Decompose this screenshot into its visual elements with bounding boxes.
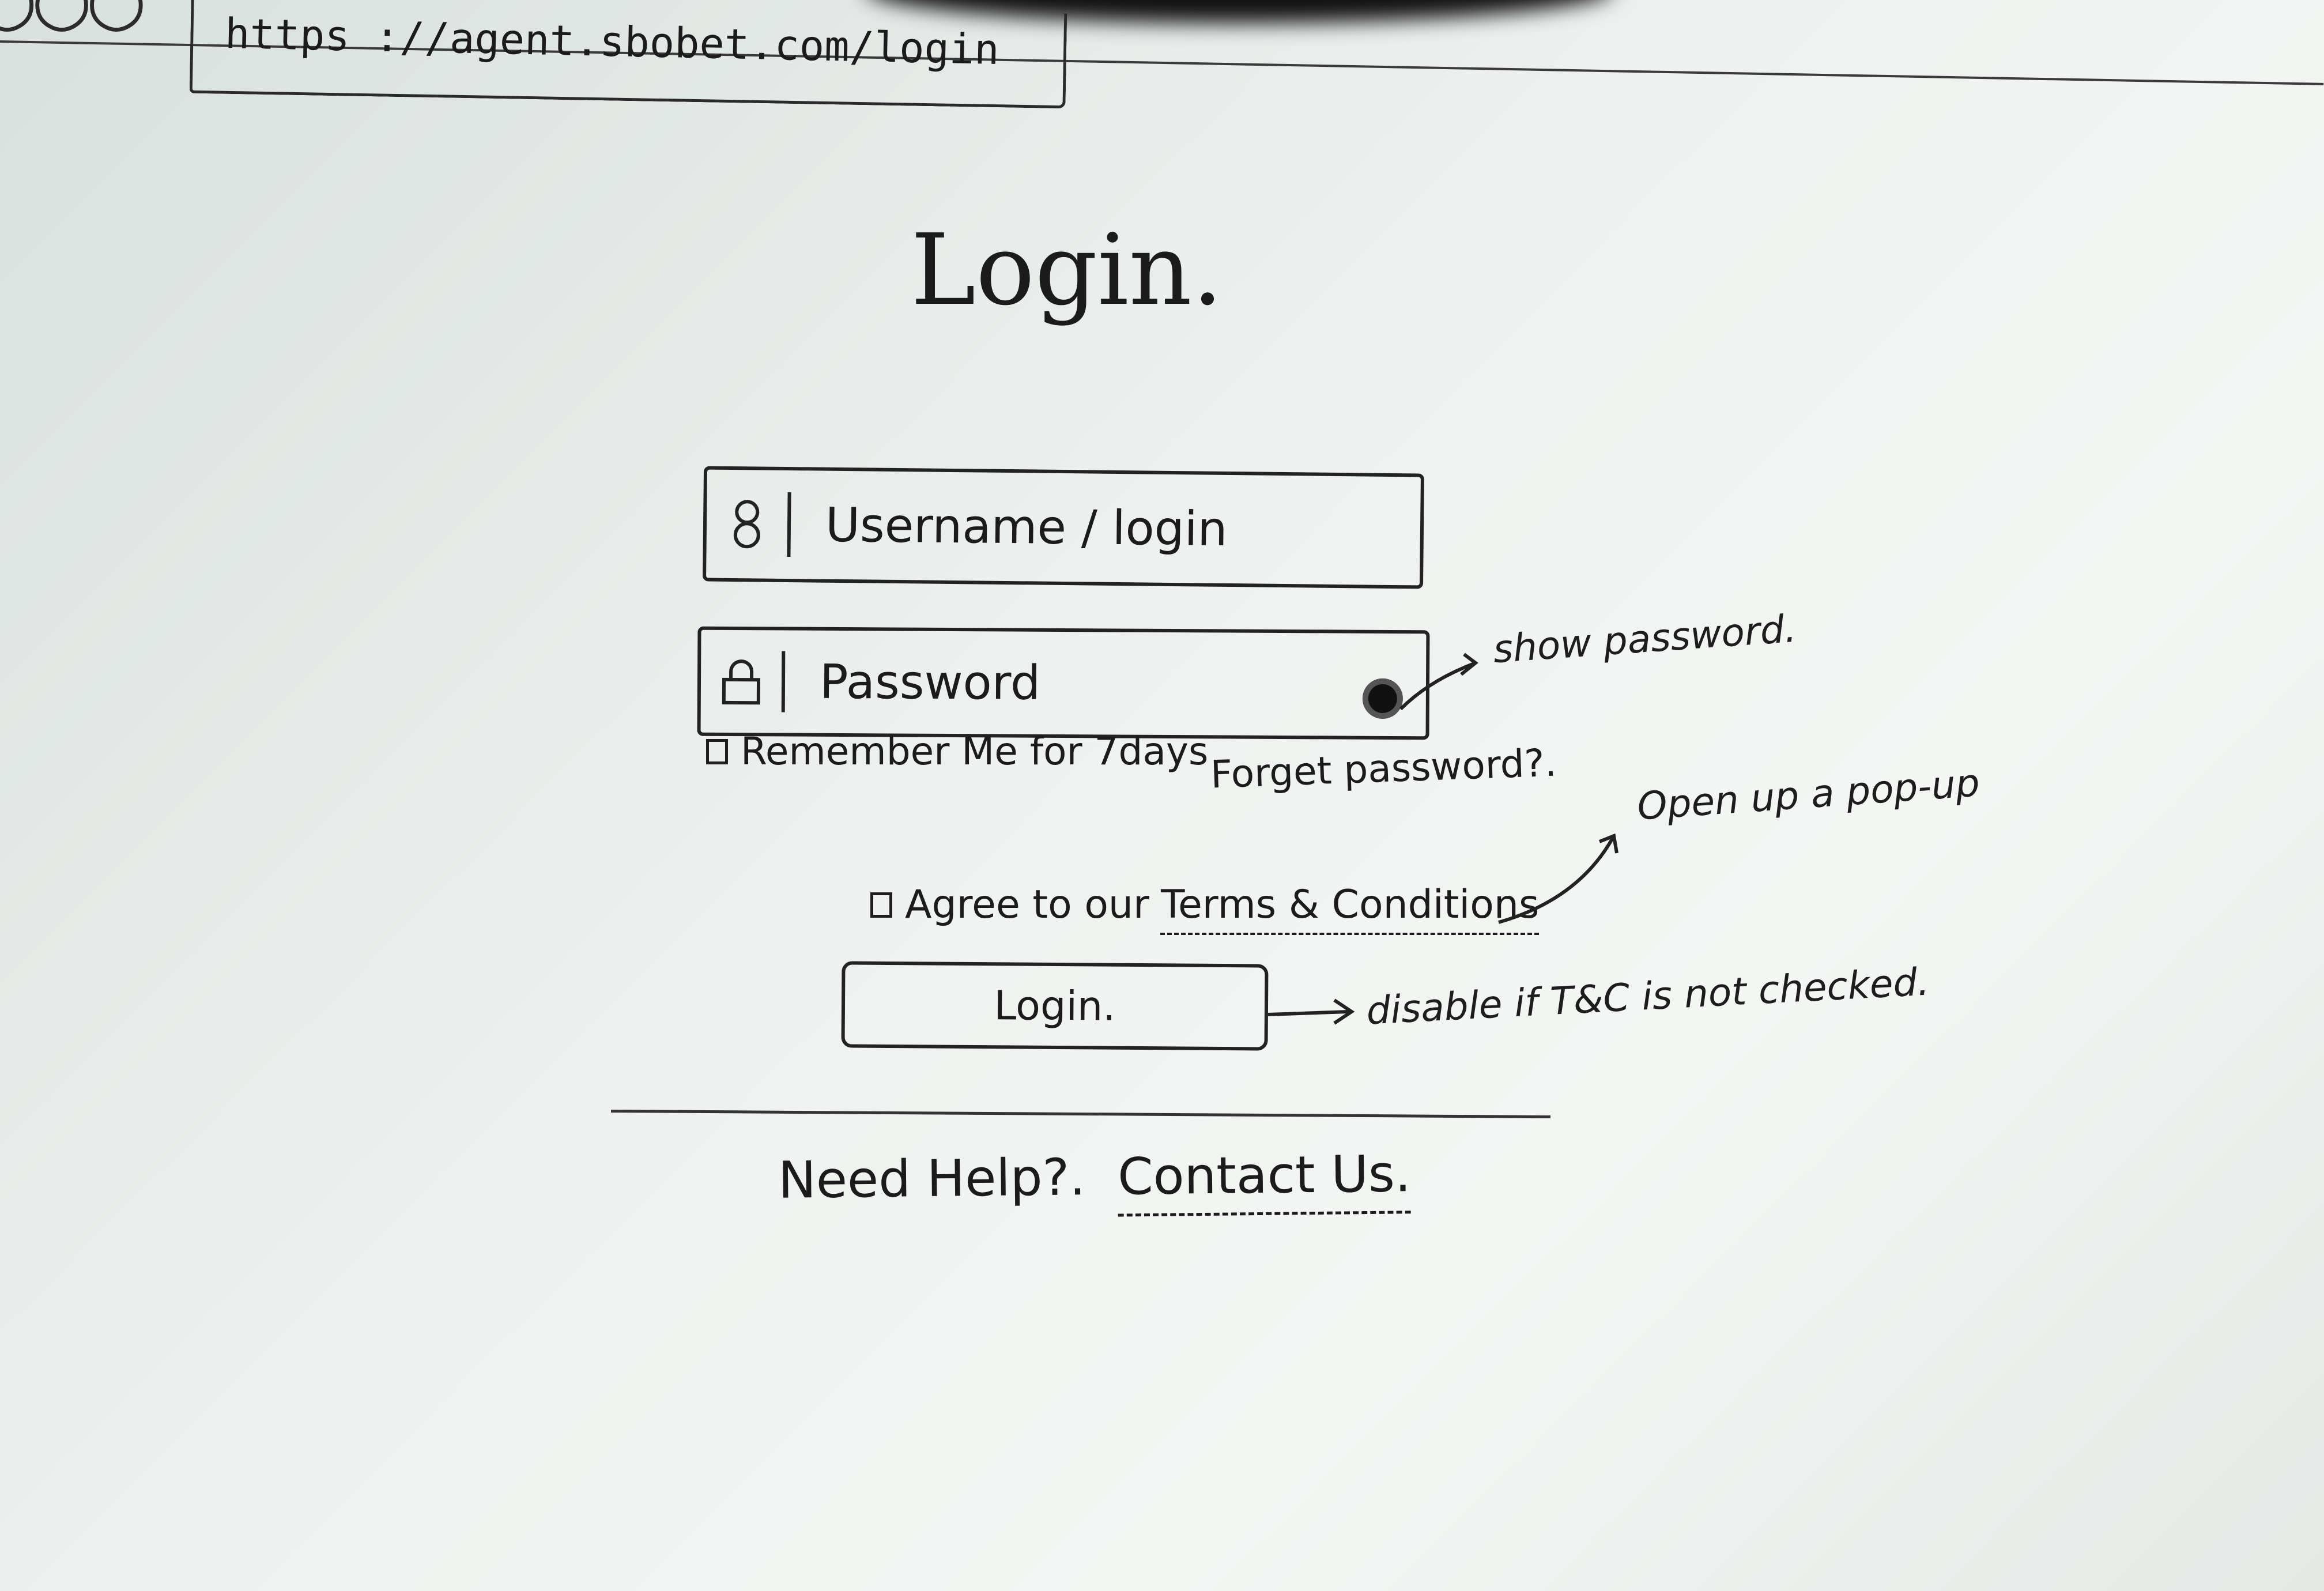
contact-us-link[interactable]: Contact Us. [1117, 1144, 1412, 1207]
page-title: Login. [911, 213, 1223, 327]
username-placeholder: Username / login [825, 497, 1228, 557]
arrowhead-popup [1598, 833, 1618, 854]
window-dot-icon[interactable]: ○ [0, 0, 37, 40]
help-text: Need Help?. [778, 1147, 1086, 1210]
divider [610, 1110, 1550, 1118]
annotation-show-password: show password. [1491, 606, 1798, 672]
annotation-open-popup: Open up a pop-up [1636, 760, 1982, 829]
password-field[interactable]: Password [697, 626, 1430, 740]
remember-me-row[interactable]: Remember Me for 7days [706, 729, 1208, 774]
remember-me-checkbox[interactable] [706, 738, 728, 764]
terms-link[interactable]: Terms & Conditions [1160, 882, 1540, 928]
arrowhead-disable [1333, 998, 1355, 1025]
arrow-disable [1267, 1010, 1349, 1016]
username-field[interactable]: Username / login [702, 466, 1425, 589]
password-placeholder: Password [819, 654, 1041, 711]
terms-checkbox[interactable] [870, 892, 892, 918]
window-controls: ○○○ [0, 0, 146, 40]
forgot-password-link[interactable]: Forget password?. [1209, 740, 1557, 797]
annotation-disable: disable if T&C is not checked. [1365, 959, 1931, 1034]
eye-icon[interactable] [1362, 678, 1404, 719]
help-row: Need Help?. Contact Us. [778, 1144, 1411, 1209]
arrowhead-show-password [1460, 653, 1478, 676]
lock-icon [700, 650, 786, 712]
window-dot-icon[interactable]: ○ [86, 0, 146, 40]
user-icon [706, 491, 791, 557]
window-dot-icon[interactable]: ○ [32, 0, 92, 40]
login-button[interactable]: Login. [841, 961, 1269, 1051]
terms-prefix: Agree to our [905, 882, 1149, 928]
remember-me-label: Remember Me for 7days [741, 729, 1209, 774]
terms-row[interactable]: Agree to our Terms & Conditions [870, 882, 1539, 928]
